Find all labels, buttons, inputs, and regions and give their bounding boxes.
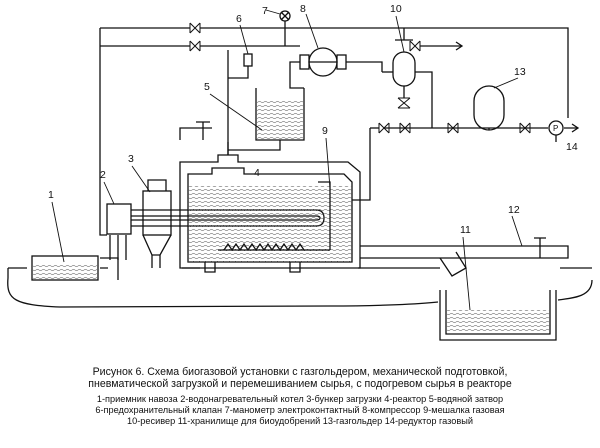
caption-legend: 1-приемник навоза 2-водонагревательный к… xyxy=(0,394,600,427)
pressure-gauge xyxy=(279,10,291,46)
legend-line: 6-предохранительный клапан 7-манометр эл… xyxy=(95,405,505,415)
gas-holder xyxy=(473,85,505,131)
caption-title: Рисунок 6. Схема биогазовой установки с … xyxy=(0,366,600,390)
label-5: 5 xyxy=(204,81,210,93)
manure-receiver xyxy=(31,255,119,281)
schematic: 1 2 3 4 5 6 7 8 9 10 11 12 13 14 P xyxy=(7,3,593,341)
label-2: 2 xyxy=(100,169,106,181)
gas-line-top xyxy=(99,22,464,236)
gas-reducer xyxy=(548,120,564,142)
label-6: 6 xyxy=(236,13,242,25)
legend-line: 10-ресивер 11-хранилище для биоудобрений… xyxy=(126,416,473,426)
reactor xyxy=(179,154,361,273)
label-4: 4 xyxy=(254,167,260,179)
gauge-letter: P xyxy=(553,124,558,133)
water-seal xyxy=(227,50,305,155)
label-12: 12 xyxy=(508,204,520,216)
caption-title-line: пневматической загрузкой и перемешивание… xyxy=(88,378,512,390)
return-line xyxy=(450,27,569,118)
label-1: 1 xyxy=(48,189,54,201)
label-9: 9 xyxy=(322,125,328,137)
label-10: 10 xyxy=(390,3,402,15)
label-13: 13 xyxy=(514,66,526,78)
biofertilizer-storage xyxy=(439,290,557,341)
caption-title-line: Рисунок 6. Схема биогазовой установки с … xyxy=(92,366,508,378)
compressor xyxy=(289,47,383,89)
loading-hopper xyxy=(142,179,172,268)
water-heating-boiler xyxy=(106,203,132,260)
label-7: 7 xyxy=(262,5,268,17)
label-11: 11 xyxy=(460,224,471,236)
safety-valve xyxy=(228,53,253,79)
reactor-vent xyxy=(179,121,229,155)
label-3: 3 xyxy=(128,153,134,165)
gas-distribution-line xyxy=(352,122,580,201)
gas-mixer xyxy=(218,181,331,252)
label-14: 14 xyxy=(566,141,578,153)
receiver xyxy=(382,51,433,128)
label-8: 8 xyxy=(300,3,306,15)
legend-line: 1-приемник навоза 2-водонагревательный к… xyxy=(96,394,504,404)
figure-caption: Рисунок 6. Схема биогазовой установки с … xyxy=(0,366,600,427)
